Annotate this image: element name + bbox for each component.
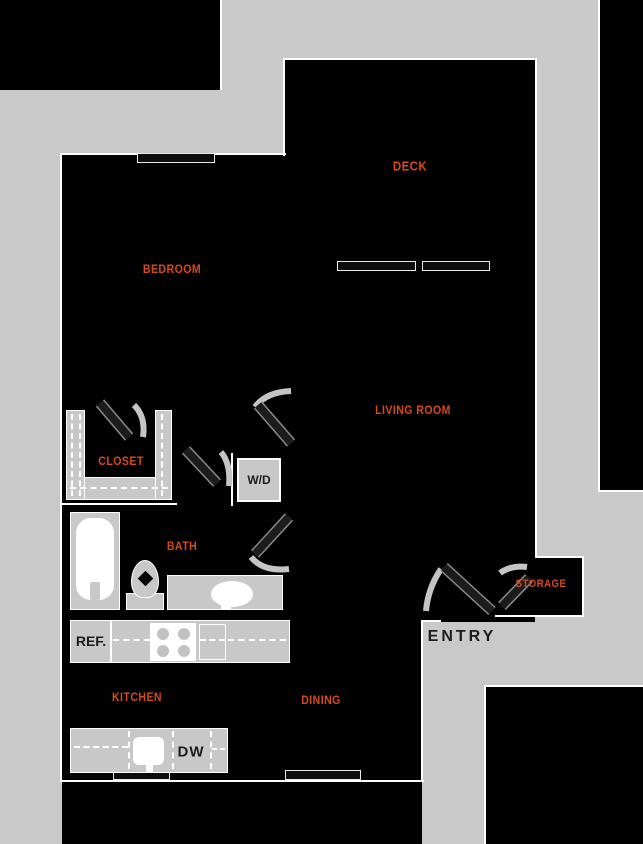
deck-area [284, 60, 535, 156]
counter-divider [110, 621, 112, 662]
dining-label: DINING [301, 693, 341, 707]
wall-line-unit-right [535, 58, 537, 558]
window-deck-wall-left [337, 261, 416, 271]
island-sink [133, 737, 164, 765]
neighbor-area-right [598, 0, 643, 492]
wall-line-bath-top [60, 503, 177, 505]
entry-label: ENTRY [427, 628, 497, 645]
wall-line-storage-top [535, 556, 584, 558]
counter-section-box [199, 624, 226, 660]
wall-line-storage-bottom [495, 615, 584, 617]
wall-line-unit-bottom [60, 780, 424, 782]
counter-dashed-line [228, 639, 286, 641]
storage-area [535, 557, 583, 617]
wall-line-entry-top [421, 620, 441, 622]
wall-line-deck-top [283, 58, 537, 60]
closet-rod-dashed-line [79, 414, 81, 496]
island-sink-faucet [146, 764, 153, 773]
unit-main-area [62, 155, 535, 622]
door-swing-closet [95, 399, 147, 441]
closet-label: CLOSET [98, 454, 144, 468]
counter-dashed-line [200, 639, 225, 641]
window-bedroom-top [137, 153, 215, 163]
island-dashed-divider [172, 731, 174, 769]
washer-dryer-label: W/D [247, 473, 271, 487]
door-swing-bath [248, 513, 294, 573]
island-dashed-divider [74, 746, 128, 748]
closet-shelf-dashed-line [70, 487, 168, 489]
door-swing-storage [498, 563, 533, 610]
bath-label: BATH [166, 539, 198, 553]
bedroom-label: BEDROOM [142, 262, 202, 276]
closet-shelf-right [155, 410, 172, 500]
neighbor-area-bottom [62, 782, 422, 844]
washer-dryer-box [237, 458, 281, 502]
storage-label: STORAGE [515, 578, 567, 590]
wall-line-dining-right [421, 620, 423, 782]
kitchen-label: KITCHEN [111, 690, 163, 704]
door-swing-bedroom [252, 388, 296, 447]
vanity-sink [211, 581, 253, 607]
stove-burner [178, 628, 190, 640]
island-dashed-divider [210, 731, 212, 769]
dishwasher-label: DW [177, 743, 205, 761]
wall-line-unit-left [60, 153, 62, 782]
door-swing-hall [181, 446, 233, 487]
counter-dashed-line [113, 639, 150, 641]
stove-burner [178, 645, 190, 657]
closet-rod-dashed-line [71, 414, 73, 496]
stove-burner [157, 645, 169, 657]
window-bottom-right [285, 770, 361, 780]
island-dashed-divider [128, 731, 130, 769]
door-swing-entry [423, 562, 496, 616]
closet-rod-dashed-line [161, 414, 163, 496]
wall-line-deck-left [283, 58, 285, 156]
deck-label: DECK [392, 158, 428, 174]
window-deck-wall-right [422, 261, 490, 271]
island-dashed-divider [212, 748, 225, 750]
refrigerator-label: REF. [75, 633, 107, 649]
stove-burner [157, 628, 169, 640]
vanity-faucet [221, 595, 231, 610]
wall-line-storage-right [582, 556, 584, 617]
bathtub-drain [90, 582, 100, 600]
neighbor-area-top-left [0, 0, 222, 90]
neighbor-area-bottom-right [484, 685, 643, 844]
living-room-label: LIVING ROOM [375, 403, 451, 417]
